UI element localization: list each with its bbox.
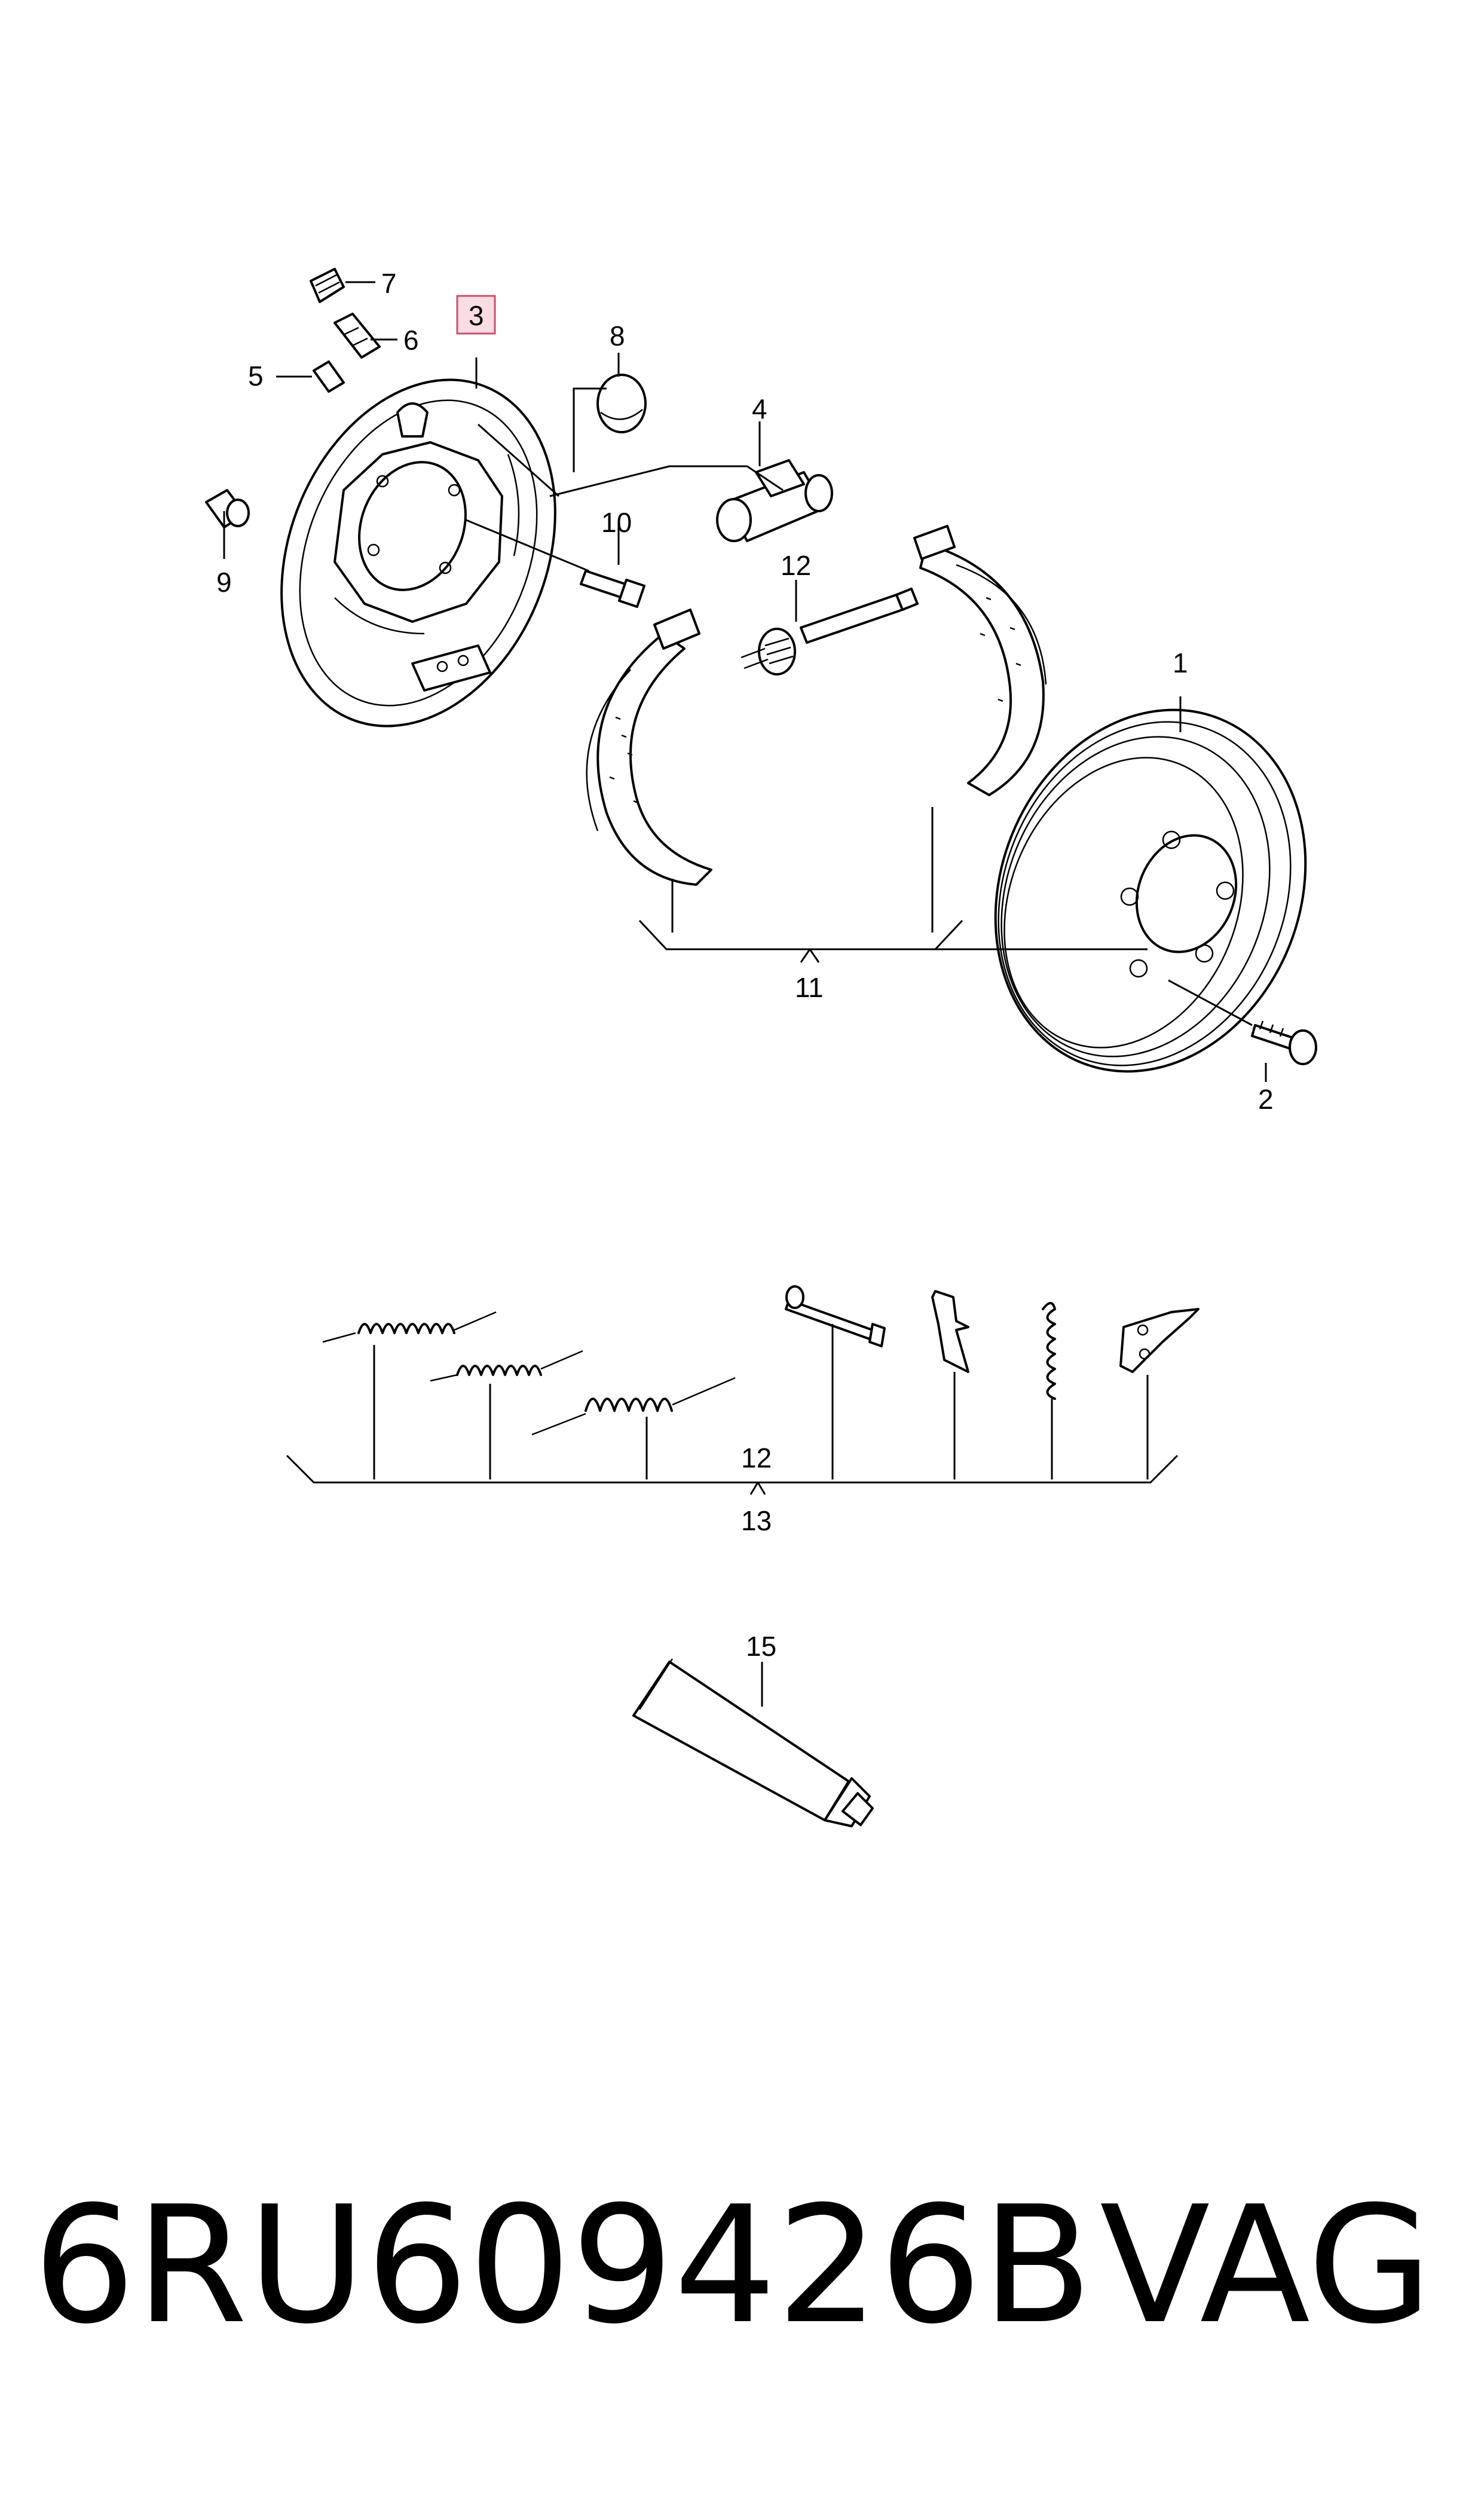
bleed-cap — [310, 268, 345, 303]
brake-shoe-right — [913, 525, 1047, 796]
brake-shoe-left — [586, 609, 712, 886]
brand-name: VAG — [1100, 2171, 1433, 2359]
callout-2: 2 — [1258, 1084, 1274, 1115]
springs-kit — [322, 1285, 1200, 1436]
callout-12-kit: 12 — [741, 1442, 772, 1473]
wheel-cylinder — [716, 459, 833, 542]
dust-cap — [596, 374, 647, 433]
callout-11: 11 — [795, 972, 824, 1003]
callout-9: 9 — [216, 567, 232, 598]
callout-12-strut: 12 — [781, 550, 811, 581]
callout-15: 15 — [746, 1631, 776, 1662]
callout-10: 10 — [601, 507, 632, 538]
mounting-bolt — [580, 570, 645, 608]
callout-13: 13 — [741, 1505, 772, 1536]
plug — [205, 489, 250, 528]
small-bolt — [313, 360, 345, 393]
leader-lines — [223, 281, 1267, 1707]
callout-1: 1 — [1173, 647, 1188, 678]
callout-6: 6 — [403, 325, 419, 356]
callout-4: 4 — [752, 393, 767, 424]
drum-screw — [1251, 1020, 1317, 1065]
part-number: 6RU609426B — [33, 2171, 1093, 2359]
brake-drum — [994, 708, 1307, 1073]
callout-5: 5 — [248, 360, 264, 392]
callout-3: 3 — [469, 300, 484, 331]
callout-7: 7 — [381, 268, 397, 299]
callout-8: 8 — [610, 320, 625, 351]
callout-3-highlight — [456, 295, 496, 335]
bleed-screw — [333, 313, 381, 359]
adjuster-strut — [741, 588, 919, 675]
grease-tube — [632, 1658, 874, 1827]
backing-plate — [280, 378, 556, 727]
